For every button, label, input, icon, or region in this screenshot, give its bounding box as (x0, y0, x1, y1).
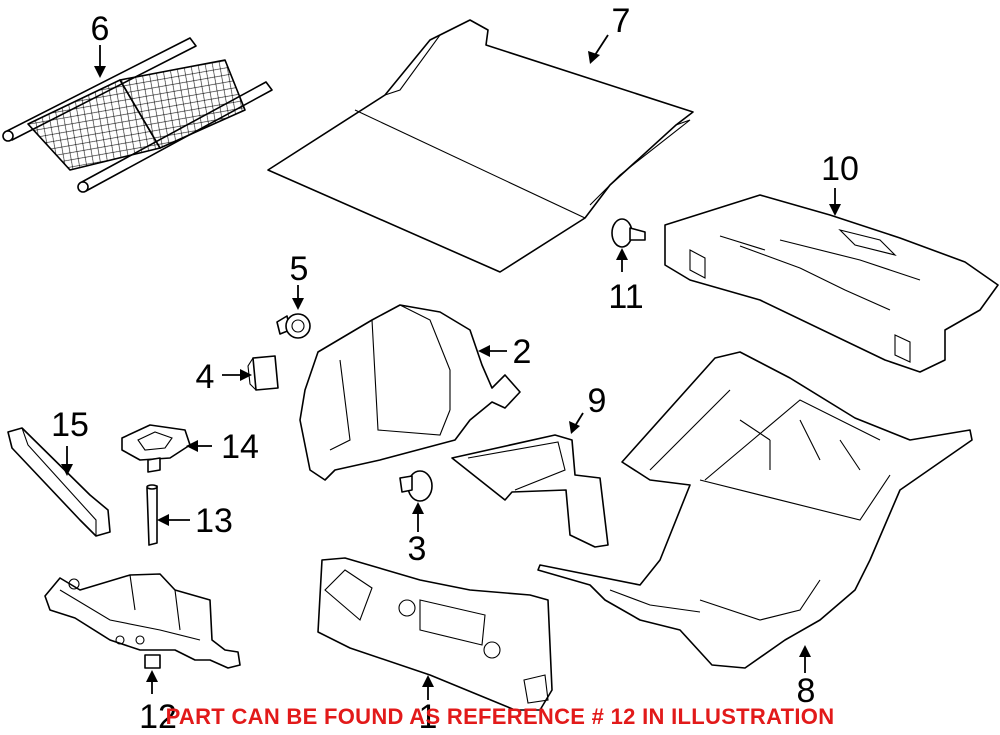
callout-8: 8 (797, 672, 816, 710)
callout-4: 4 (196, 358, 215, 396)
callout-3: 3 (408, 530, 427, 568)
part-2-wheelhouse-liner[interactable] (299, 304, 521, 481)
part-3-push-pin[interactable] (399, 470, 433, 502)
part-6-cargo-net[interactable] (2, 37, 273, 193)
callout-6: 6 (91, 10, 110, 48)
part-4-clip-nut[interactable] (247, 355, 279, 391)
callout-numbers: 6 7 10 11 5 2 4 9 14 15 13 3 8 12 1 (51, 2, 859, 735)
callout-9: 9 (588, 382, 607, 420)
part-10-rear-shelf[interactable] (664, 194, 999, 373)
callout-15: 15 (51, 406, 89, 444)
leader-lines (61, 34, 841, 700)
part-14-jack-pad[interactable] (121, 424, 191, 473)
part-15-bracket[interactable] (7, 427, 111, 537)
callout-2: 2 (513, 333, 532, 371)
part-12-scissor-jack[interactable] (44, 573, 241, 669)
part-1-rear-panel[interactable] (317, 557, 553, 711)
part-11-clip[interactable] (611, 218, 646, 248)
part-13-rod[interactable] (146, 484, 158, 546)
callout-12: 12 (139, 698, 177, 735)
part-9-side-trim[interactable] (451, 434, 609, 548)
callout-10: 10 (821, 150, 859, 188)
callout-5: 5 (290, 250, 309, 288)
callout-7: 7 (612, 2, 631, 40)
callout-14: 14 (221, 428, 259, 466)
callout-13: 13 (195, 502, 233, 540)
callout-1: 1 (419, 698, 438, 735)
part-5-grommet[interactable] (276, 313, 311, 339)
part-7-trunk-mat[interactable] (267, 19, 694, 273)
reference-banner: PART CAN BE FOUND AS REFERENCE # 12 IN I… (166, 704, 835, 729)
part-8-floor-pan[interactable] (537, 351, 973, 669)
callout-11: 11 (608, 278, 643, 316)
